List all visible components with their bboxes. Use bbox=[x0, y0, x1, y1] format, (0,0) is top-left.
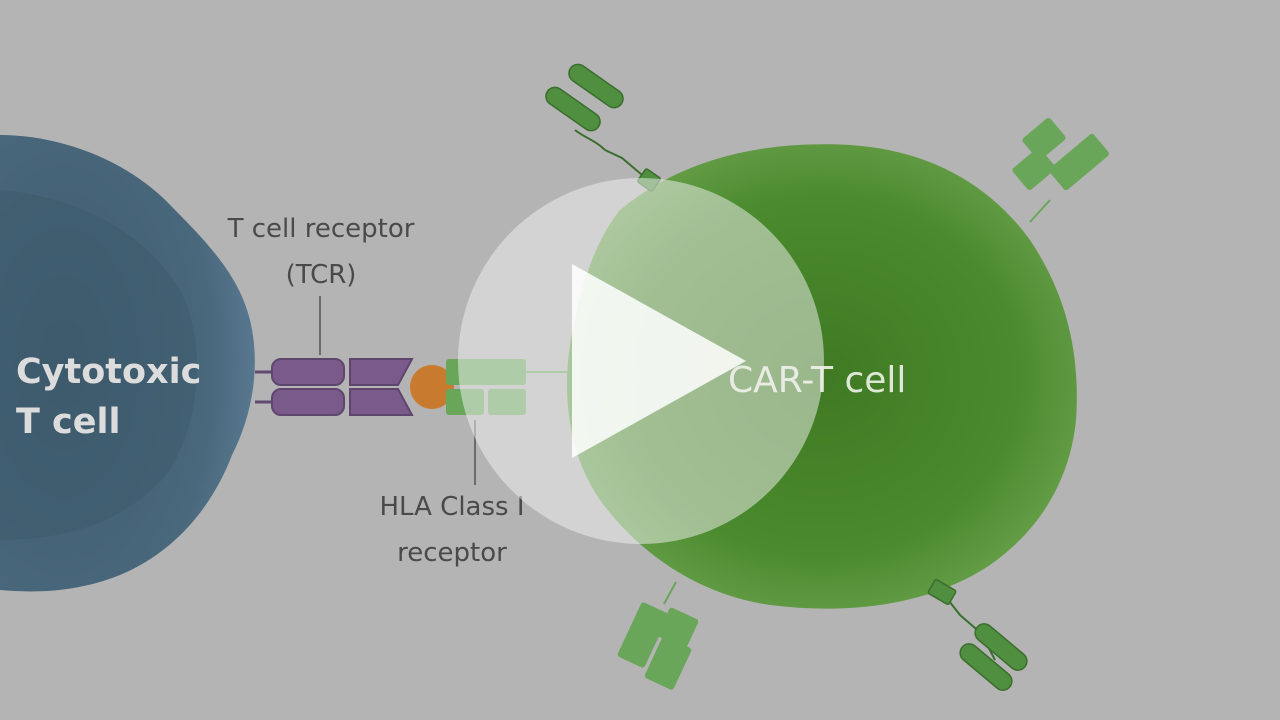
tcr-label-line2: (TCR) bbox=[285, 260, 357, 290]
hla-label-line1: HLA Class I bbox=[379, 492, 525, 522]
hla-receptor-bottom bbox=[617, 581, 699, 690]
car-receptor-top bbox=[545, 63, 661, 192]
tcr-molecule bbox=[271, 358, 414, 416]
cytotoxic-label-line2: T cell bbox=[16, 402, 121, 442]
car-receptor-bottom bbox=[927, 579, 1028, 691]
antigen bbox=[410, 365, 454, 409]
cytotoxic-t-cell-nucleus bbox=[0, 190, 197, 540]
play-icon bbox=[572, 264, 746, 458]
cytotoxic-label-line1: Cytotoxic bbox=[16, 352, 202, 392]
hla-label-line2: receptor bbox=[397, 538, 507, 568]
hla-receptor-right bbox=[1012, 117, 1109, 223]
play-button[interactable] bbox=[458, 178, 824, 544]
tcr-label-line1: T cell receptor bbox=[227, 214, 415, 244]
